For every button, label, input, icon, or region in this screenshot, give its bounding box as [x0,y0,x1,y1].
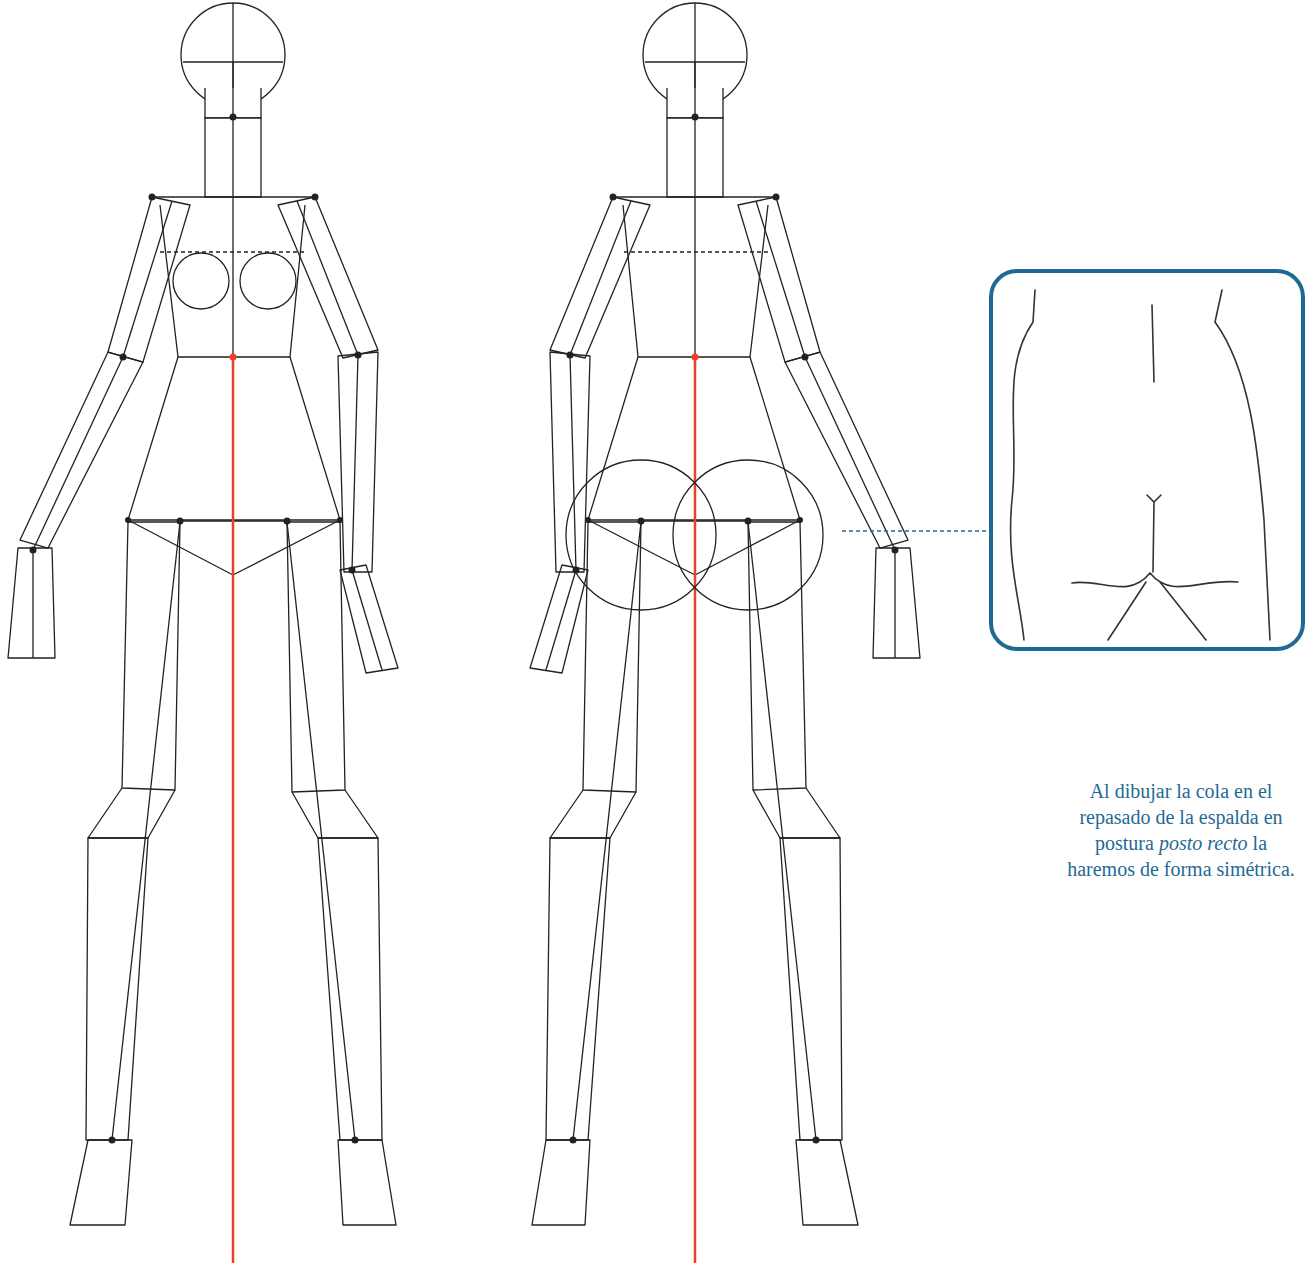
leader-line [842,530,990,532]
front-figure [8,3,398,1263]
posture-term: posto recto [1159,832,1248,854]
back-figure [530,3,920,1263]
buttock-circles [566,460,823,610]
bust-circles [173,253,296,309]
note-text: Al dibujar la cola en el repasado de la … [1062,778,1300,882]
back-sketch [1011,290,1270,640]
callout-frame [991,271,1303,649]
